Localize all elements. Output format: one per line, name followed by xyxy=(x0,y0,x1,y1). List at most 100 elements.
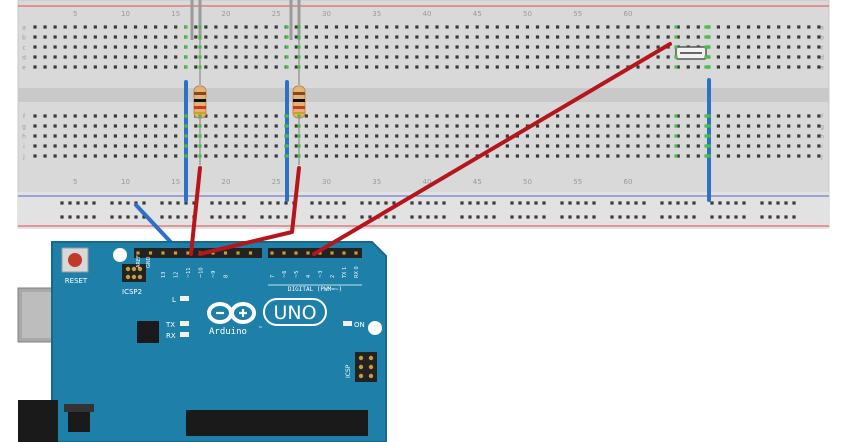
led-on xyxy=(343,321,352,326)
tie-point xyxy=(716,144,720,148)
tie-point xyxy=(92,201,96,205)
tie-point xyxy=(294,154,298,158)
icsp2-label: ICSP2 xyxy=(122,288,142,296)
tie-point xyxy=(133,124,138,128)
tie-point xyxy=(334,124,339,128)
tie-point xyxy=(656,124,660,128)
tie-point xyxy=(375,124,379,128)
tie-point xyxy=(43,35,47,39)
tie-point xyxy=(297,144,301,148)
tie-point xyxy=(468,201,472,205)
tie-point xyxy=(234,55,238,59)
tie-point xyxy=(164,134,168,138)
tie-point xyxy=(375,134,379,138)
tie-point xyxy=(318,201,322,205)
pin-label: 2 xyxy=(330,275,336,278)
tie-point xyxy=(576,215,580,219)
tie-point xyxy=(468,215,472,219)
tie-point xyxy=(164,25,168,29)
tie-point xyxy=(168,201,172,205)
led-l-label: L xyxy=(172,296,176,304)
tie-point xyxy=(224,65,228,69)
row-label: b xyxy=(820,35,824,42)
tie-point xyxy=(777,144,781,148)
tie-point xyxy=(264,45,268,49)
tie-point xyxy=(234,114,238,118)
tie-point xyxy=(545,35,550,39)
voltage-regulator xyxy=(68,410,90,432)
tie-point xyxy=(53,55,57,59)
tie-point xyxy=(186,251,190,255)
tie-point xyxy=(174,114,178,118)
tie-point xyxy=(596,65,600,69)
tie-point xyxy=(696,35,700,39)
tie-point xyxy=(384,215,388,219)
tie-point xyxy=(360,201,364,205)
tie-point xyxy=(210,215,214,219)
tie-point xyxy=(93,35,97,39)
tie-point xyxy=(626,134,630,138)
tie-point xyxy=(545,154,550,158)
tie-point xyxy=(63,124,67,128)
tie-point xyxy=(426,201,430,205)
tie-point xyxy=(707,65,711,69)
tie-point xyxy=(674,154,678,158)
tie-point xyxy=(123,35,128,39)
tie-point xyxy=(204,114,208,118)
red-wire-button[interactable] xyxy=(312,42,672,256)
tie-point xyxy=(385,35,389,39)
icsp2-header xyxy=(122,264,146,282)
tie-point xyxy=(294,134,298,138)
red-wire-pin11[interactable] xyxy=(198,166,301,256)
resistor-2[interactable] xyxy=(292,85,306,119)
tie-point xyxy=(365,45,369,49)
column-label: 10 xyxy=(121,178,130,186)
tie-point xyxy=(184,215,188,219)
tie-point xyxy=(535,45,540,49)
tie-point xyxy=(485,144,489,148)
tie-point xyxy=(210,201,214,205)
tie-point xyxy=(435,134,439,138)
tie-point xyxy=(495,35,499,39)
resistor-1[interactable] xyxy=(193,85,207,119)
red-wire-pin12[interactable] xyxy=(189,166,202,256)
tie-point xyxy=(334,55,339,59)
tie-point xyxy=(535,124,540,128)
tie-point xyxy=(118,215,122,219)
tie-point xyxy=(103,65,107,69)
tie-point xyxy=(375,154,379,158)
column-label: 25 xyxy=(272,178,281,186)
tie-point xyxy=(334,35,339,39)
tie-point xyxy=(746,55,751,59)
pushbutton[interactable] xyxy=(675,46,707,60)
tie-point xyxy=(787,124,791,128)
reset-button-cap[interactable] xyxy=(68,253,82,267)
tie-point xyxy=(767,65,771,69)
tie-point xyxy=(274,45,278,49)
tie-point xyxy=(103,144,107,148)
tie-point xyxy=(285,65,289,69)
tie-point xyxy=(410,215,414,219)
tie-point xyxy=(485,35,489,39)
tie-point xyxy=(576,144,580,148)
tie-point xyxy=(174,45,178,49)
tie-point xyxy=(646,35,650,39)
tie-point xyxy=(696,65,700,69)
tie-point xyxy=(214,55,218,59)
tie-point xyxy=(410,201,414,205)
tie-point xyxy=(365,25,369,29)
tie-point xyxy=(103,35,107,39)
tie-point xyxy=(344,114,349,118)
tie-point xyxy=(704,65,708,69)
tie-point xyxy=(270,251,274,255)
tie-point xyxy=(83,114,87,118)
tie-point xyxy=(43,25,47,29)
tie-point xyxy=(284,215,288,219)
tie-point xyxy=(566,154,570,158)
tie-point xyxy=(445,65,449,69)
tie-point xyxy=(586,35,590,39)
tie-point xyxy=(297,124,301,128)
tie-point xyxy=(274,55,278,59)
tie-point xyxy=(784,201,788,205)
